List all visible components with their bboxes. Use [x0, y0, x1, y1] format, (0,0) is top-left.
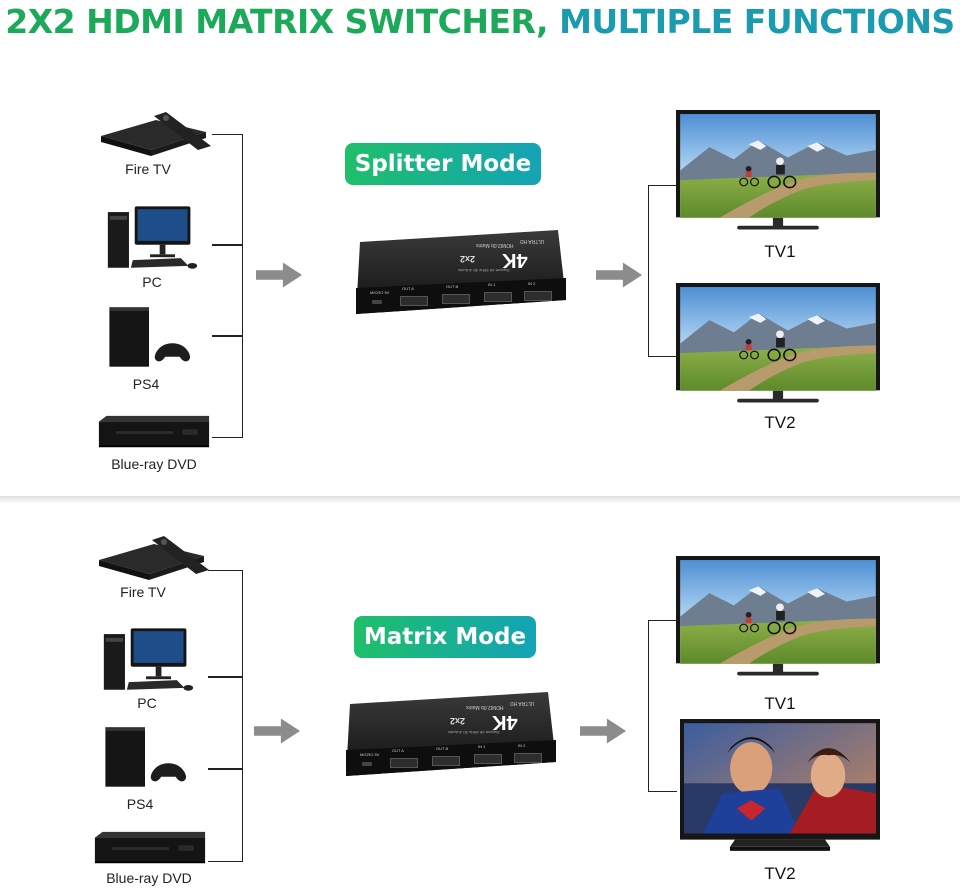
- switcher-model: 2x2: [460, 254, 476, 264]
- source-label-fire-tv: Fire TV: [120, 584, 166, 600]
- source-label-ps4: PS4: [132, 376, 160, 392]
- port-label: OUT A: [402, 286, 414, 291]
- blu-ray-player-icon: [92, 830, 208, 868]
- source-label-pc: PC: [142, 274, 162, 290]
- source-label-blu-ray: Blue-ray DVD: [106, 870, 192, 886]
- output-bracket: [648, 620, 677, 792]
- mode-badge: Matrix Mode: [354, 616, 536, 658]
- hdmi-port-in-2: [524, 291, 552, 301]
- output-bracket: [648, 185, 677, 357]
- port-label: OUT A: [392, 748, 404, 753]
- switcher-line3: Support 4K 60Hz 3D & Audio: [458, 268, 510, 273]
- bracket-tick: [212, 244, 242, 246]
- pc-icon: [104, 204, 200, 272]
- page-title: 2X2 HDMI MATRIX SWITCHER, MULTIPLE FUNCT…: [0, 0, 960, 46]
- hdmi-port-in-1: [474, 754, 502, 764]
- output-label-tv1: TV1: [764, 694, 796, 713]
- bracket-tick: [208, 676, 242, 678]
- hdmi-port-out-a: [390, 758, 418, 768]
- output-label-tv2: TV2: [764, 413, 796, 432]
- source-label-ps4: PS4: [126, 796, 154, 812]
- ps4-icon: [104, 302, 194, 372]
- port-label: OUT B: [446, 284, 459, 289]
- title-part1: 2X2 HDMI MATRIX SWITCHER,: [5, 2, 549, 41]
- micro-usb-port: [372, 300, 382, 304]
- switcher-line1: HDMI2.0b Matrix: [466, 704, 504, 710]
- arrow-right-icon: [596, 260, 644, 290]
- micro-usb-port: [362, 762, 372, 766]
- matrix-switcher-device: 4K 2x2 HDMI2.0b Matrix ULTRA HD Support …: [350, 228, 568, 320]
- port-label: IN 1: [478, 744, 486, 749]
- title-part2: MULTIPLE FUNCTIONS: [548, 2, 955, 41]
- port-label: MICRO 5V: [360, 752, 380, 757]
- tv1-icon: [676, 110, 880, 230]
- source-bracket: [212, 134, 243, 438]
- switcher-line2: ULTRA HD: [520, 238, 545, 244]
- pc-icon: [100, 626, 196, 694]
- port-label: IN 2: [528, 281, 536, 286]
- hdmi-port-out-b: [432, 756, 460, 766]
- port-label: MICRO 5V: [370, 290, 390, 295]
- switcher-model: 2x2: [450, 716, 466, 726]
- tv1-icon: [676, 556, 880, 676]
- output-label-tv2: TV2: [764, 864, 796, 883]
- arrow-right-icon: [256, 260, 304, 290]
- hdmi-port-out-b: [442, 294, 470, 304]
- source-label-fire-tv: Fire TV: [125, 161, 171, 177]
- arrow-right-icon: [254, 716, 302, 746]
- hdmi-port-in-2: [514, 753, 542, 763]
- tv2-icon: [676, 283, 880, 403]
- blu-ray-player-icon: [96, 414, 212, 452]
- ps4-icon: [100, 722, 190, 792]
- bracket-tick: [212, 335, 242, 337]
- switcher-line3: Support 4K 60Hz 3D & Audio: [448, 730, 500, 735]
- mode-badge: Splitter Mode: [345, 143, 541, 185]
- arrow-right-icon: [580, 716, 628, 746]
- hdmi-port-in-1: [484, 292, 512, 302]
- switcher-line2: ULTRA HD: [510, 700, 535, 706]
- source-bracket: [208, 570, 243, 862]
- source-label-pc: PC: [137, 695, 157, 711]
- section-divider: [0, 496, 960, 504]
- source-label-blu-ray: Blue-ray DVD: [111, 456, 197, 472]
- port-label: IN 2: [518, 743, 526, 748]
- bracket-tick: [208, 768, 242, 770]
- switcher-line1: HDMI2.0b Matrix: [476, 242, 514, 248]
- hdmi-port-out-a: [400, 296, 428, 306]
- output-label-tv1: TV1: [764, 242, 796, 261]
- port-label: OUT B: [436, 746, 449, 751]
- matrix-switcher-device: 4K 2x2 HDMI2.0b Matrix ULTRA HD Support …: [340, 690, 558, 782]
- fire-tv-icon: [96, 108, 216, 158]
- tv2-icon: [680, 719, 880, 851]
- fire-tv-icon: [94, 532, 214, 582]
- port-label: IN 1: [488, 282, 496, 287]
